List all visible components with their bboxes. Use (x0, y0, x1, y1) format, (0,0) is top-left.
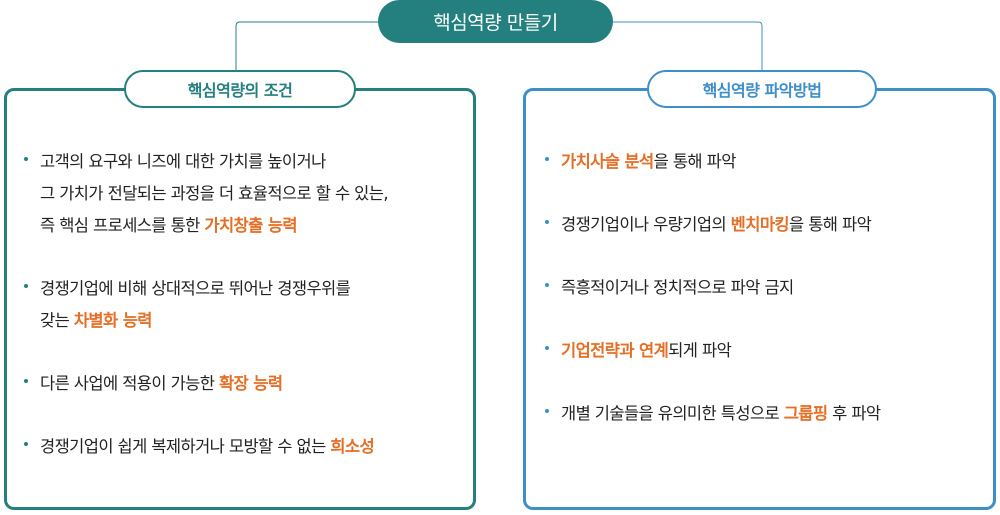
list-item: 경쟁기업이 쉽게 복제하거나 모방할 수 없는 희소성 (22, 431, 462, 463)
item-line: 다른 사업에 적용이 가능한 확장 능력 (40, 374, 283, 393)
highlight-text: 그룹핑 (783, 404, 828, 423)
highlight-text: 희소성 (330, 437, 375, 456)
item-line: 갖는 차별화 능력 (40, 311, 153, 330)
conditions-heading: 핵심역량의 조건 (124, 70, 356, 108)
methods-heading: 핵심역량 파악방법 (647, 70, 877, 108)
highlight-text: 가치창출 능력 (204, 216, 298, 235)
highlight-text: 가치사슬 분석 (561, 152, 654, 171)
list-item: 즉흥적이거나 정치적으로 파악 금지 (543, 272, 983, 304)
item-line: 경쟁기업에 비해 상대적으로 뛰어난 경쟁우위를 (40, 279, 351, 298)
item-line: 그 가치가 전달되는 과정을 더 효율적으로 할 수 있는, (40, 184, 389, 203)
connector-lines (235, 21, 763, 72)
list-item: 경쟁기업에 비해 상대적으로 뛰어난 경쟁우위를 갖는 차별화 능력 (22, 273, 462, 337)
list-item: 고객의 요구와 니즈에 대한 가치를 높이거나 그 가치가 전달되는 과정을 더… (22, 146, 462, 242)
item-line: 고객의 요구와 니즈에 대한 가치를 높이거나 (40, 152, 326, 171)
page-title: 핵심역량 만들기 (378, 0, 613, 43)
list-item: 경쟁기업이나 우량기업의 벤치마킹을 통해 파악 (543, 209, 983, 241)
methods-list: 가치사슬 분석을 통해 파악 경쟁기업이나 우량기업의 벤치마킹을 통해 파악 … (543, 146, 983, 461)
list-item: 개별 기술들을 유의미한 특성으로 그룹핑 후 파악 (543, 398, 983, 430)
highlight-text: 차별화 능력 (73, 311, 153, 330)
highlight-text: 기업전략과 연계 (561, 341, 669, 360)
item-line: 경쟁기업이 쉽게 복제하거나 모방할 수 없는 희소성 (40, 437, 375, 456)
list-item: 다른 사업에 적용이 가능한 확장 능력 (22, 368, 462, 400)
list-item: 기업전략과 연계되게 파악 (543, 335, 983, 367)
highlight-text: 벤치마킹 (730, 215, 790, 234)
conditions-list: 고객의 요구와 니즈에 대한 가치를 높이거나 그 가치가 전달되는 과정을 더… (22, 146, 462, 494)
list-item: 가치사슬 분석을 통해 파악 (543, 146, 983, 178)
methods-panel (523, 88, 996, 510)
item-line: 즉 핵심 프로세스를 통한 가치창출 능력 (40, 216, 298, 235)
highlight-text: 확장 능력 (218, 374, 283, 393)
